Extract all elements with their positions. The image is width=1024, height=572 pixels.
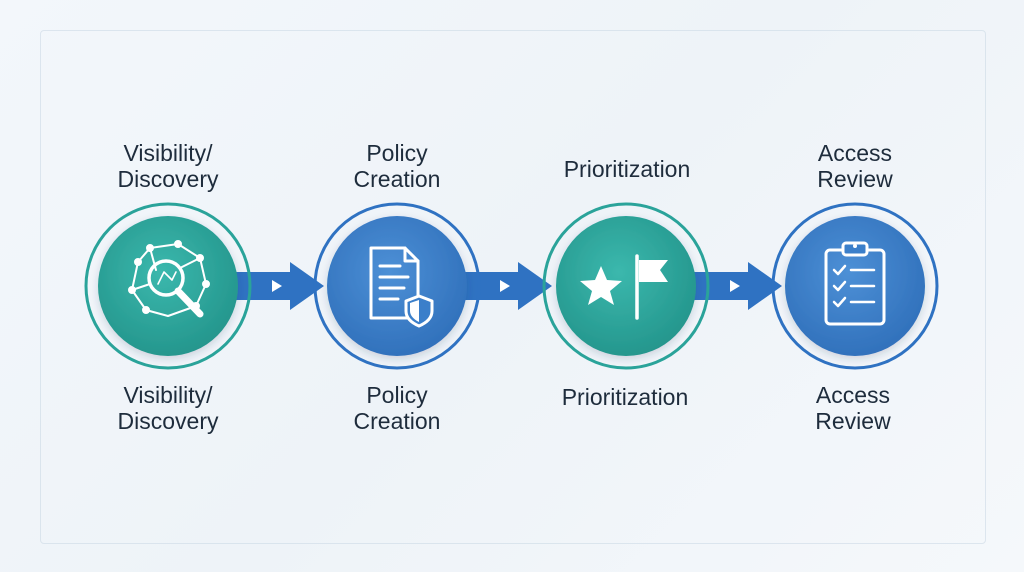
arrow-2 <box>460 262 552 310</box>
document-shield-icon <box>369 246 434 328</box>
step-2-top-label: Policy Creation <box>353 140 441 192</box>
step-1-top-label: Visibility/ Discovery <box>117 140 219 192</box>
magnifier-network-icon <box>128 240 210 318</box>
step-4-top-label: Access Review <box>817 140 893 192</box>
step-3-top-label: Prioritization <box>563 156 691 182</box>
arrow-3 <box>690 262 782 310</box>
star-flag-icon <box>580 254 668 320</box>
clipboard-checklist-icon <box>824 241 886 326</box>
background-panel <box>40 30 986 544</box>
step-3-bottom-label: Prioritization <box>561 384 689 410</box>
arrow-1 <box>232 262 324 310</box>
step-1-bottom-label: Visibility/ Discovery <box>117 382 219 434</box>
step-2-bottom-label: Policy Creation <box>353 382 441 434</box>
step-node-prioritization <box>542 202 710 370</box>
step-node-visibility <box>84 202 252 370</box>
step-node-access-review <box>771 202 939 370</box>
step-node-policy <box>313 202 481 370</box>
step-4-bottom-label: Access Review <box>815 382 891 434</box>
